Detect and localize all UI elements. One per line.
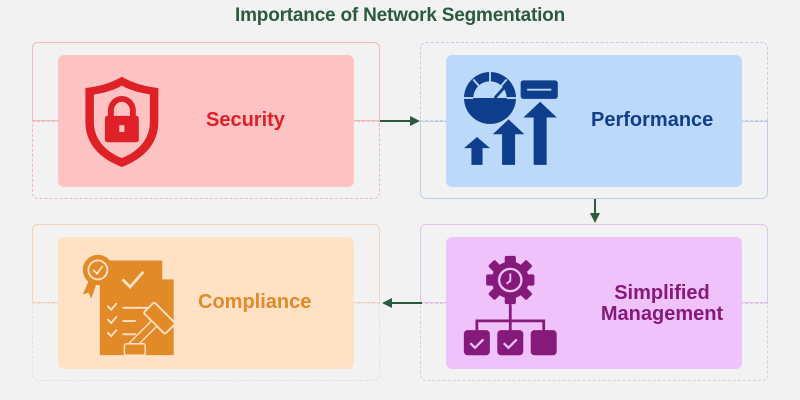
management-panel: Simplified Management — [446, 237, 742, 369]
management-card: Simplified Management — [420, 224, 768, 381]
compliance-label: Compliance — [198, 291, 312, 313]
diagram-title: Importance of Network Segmentation — [235, 5, 565, 26]
speedometer-growth-icon — [464, 72, 558, 165]
security-label: Security — [206, 109, 285, 131]
compliance-card: Compliance — [32, 224, 380, 381]
management-label-line2: Management — [600, 303, 724, 325]
compliance-document-gavel-icon — [82, 254, 176, 356]
performance-panel: Performance — [446, 55, 742, 187]
gear-hierarchy-icon — [463, 255, 557, 356]
management-label-line1: Simplified — [614, 282, 710, 304]
performance-card: Performance — [420, 42, 768, 199]
arrow-management-to-compliance — [382, 298, 422, 308]
arrow-performance-to-management — [590, 199, 600, 223]
management-label: Simplified Management — [596, 283, 728, 325]
compliance-panel: Compliance — [58, 237, 354, 369]
arrow-security-to-performance — [380, 116, 420, 126]
security-card: Security — [32, 42, 380, 199]
performance-label: Performance — [591, 109, 714, 131]
security-panel: Security — [58, 55, 354, 187]
shield-lock-icon — [85, 76, 159, 167]
